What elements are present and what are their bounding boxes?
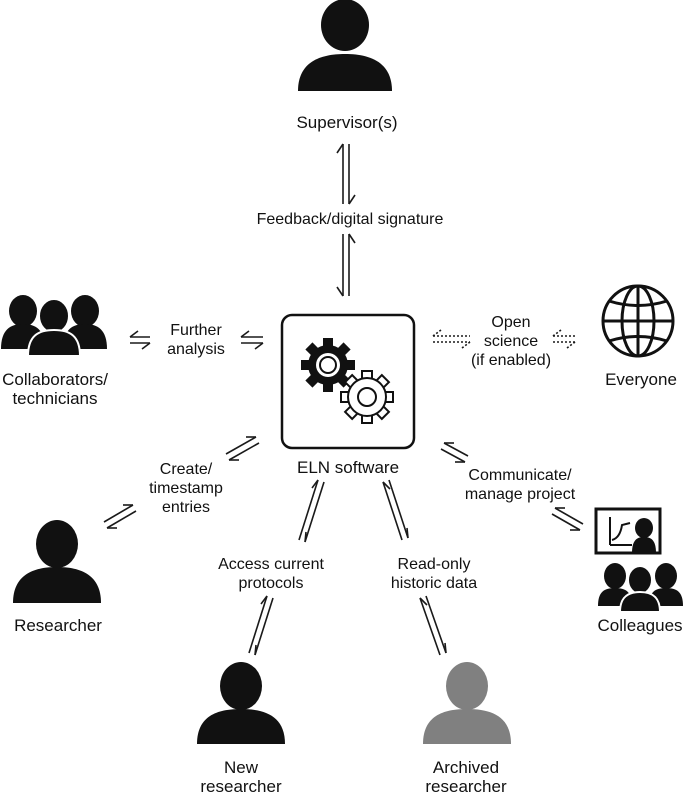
supervisor-label: Supervisor(s) [296, 113, 398, 132]
archived-researcher-label: Archived researcher [425, 758, 507, 796]
arrow-supervisor [336, 143, 356, 297]
eln-software-label: ELN software [296, 458, 400, 477]
edge-label-everyone: Open science (if enabled) [470, 314, 552, 369]
arrow-collaborators [129, 330, 264, 350]
edge-label-researcher: Create/ timestamp entries [149, 461, 223, 516]
supervisor-person-icon [298, 0, 392, 91]
arrows [103, 143, 584, 656]
edge-label-colleagues: Communicate/ manage project [464, 467, 576, 503]
collaborators-label: Collaborators/ technicians [2, 370, 108, 408]
researcher-label: Researcher [14, 616, 102, 635]
edge-label-new-researcher: Access current protocols [218, 556, 324, 592]
new-researcher-label: New researcher [200, 758, 282, 796]
arrow-archived-researcher [382, 479, 447, 656]
collaborators-group-icon [1, 295, 107, 357]
eln-software-box [280, 313, 416, 450]
edge-label-collaborators: Further analysis [167, 322, 225, 358]
arrow-researcher [103, 436, 260, 529]
colleagues-presentation-icon [594, 507, 683, 613]
researcher-person-icon [13, 520, 101, 603]
colleagues-label: Colleagues [597, 616, 683, 635]
new-researcher-person-icon [197, 662, 285, 744]
gears-icon [301, 338, 394, 424]
edge-label-supervisor: Feedback/digital signature [256, 211, 444, 228]
arrow-colleagues [440, 442, 584, 531]
arrow-everyone [432, 329, 576, 349]
edge-label-archived-researcher: Read-only historic data [390, 556, 478, 592]
globe-icon [601, 284, 675, 358]
arrow-new-researcher [248, 479, 325, 656]
archived-researcher-person-icon [423, 662, 511, 744]
everyone-label: Everyone [605, 370, 677, 389]
